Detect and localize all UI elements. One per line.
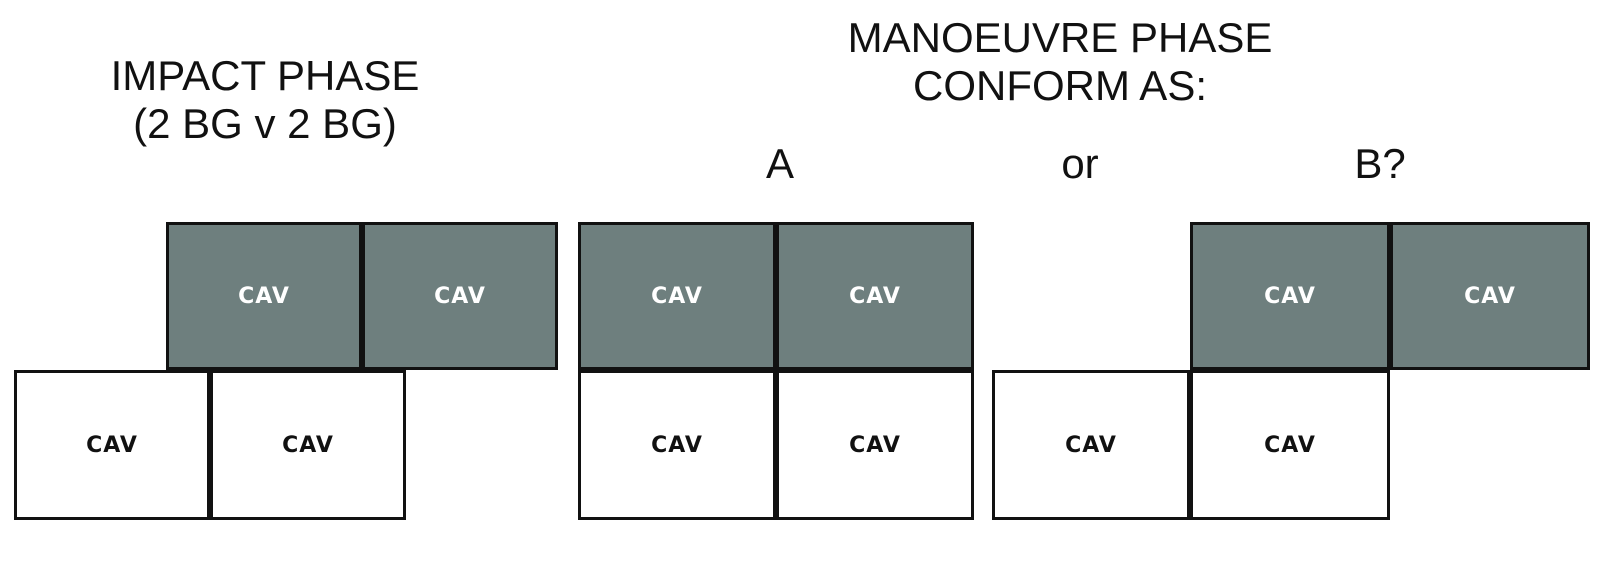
manoeuvre-phase-title: MANOEUVRE PHASE <box>847 14 1273 61</box>
manoeuvre-phase-heading: MANOEUVRE PHASE CONFORM AS: <box>840 14 1280 110</box>
enemy-cav-unit: CAV <box>1390 222 1590 370</box>
option-b-label: B? <box>1354 140 1406 187</box>
enemy-cav-unit: CAV <box>1190 222 1390 370</box>
friendly-cav-unit: CAV <box>210 370 406 520</box>
friendly-cav-unit: CAV <box>578 370 776 520</box>
friendly-cav-unit: CAV <box>1190 370 1390 520</box>
option-a-label: A <box>765 140 794 187</box>
enemy-cav-unit: CAV <box>578 222 776 370</box>
friendly-cav-unit: CAV <box>776 370 974 520</box>
manoeuvre-phase-subtitle: CONFORM AS: <box>912 62 1208 109</box>
enemy-cav-unit: CAV <box>362 222 558 370</box>
enemy-cav-unit: CAV <box>776 222 974 370</box>
impact-phase-heading: IMPACT PHASE (2 BG v 2 BG) <box>100 52 430 148</box>
enemy-cav-unit: CAV <box>166 222 362 370</box>
friendly-cav-unit: CAV <box>14 370 210 520</box>
friendly-cav-unit: CAV <box>992 370 1190 520</box>
impact-phase-title: IMPACT PHASE <box>110 52 420 99</box>
option-or-label: or <box>1061 140 1099 187</box>
impact-phase-subtitle: (2 BG v 2 BG) <box>133 100 397 147</box>
